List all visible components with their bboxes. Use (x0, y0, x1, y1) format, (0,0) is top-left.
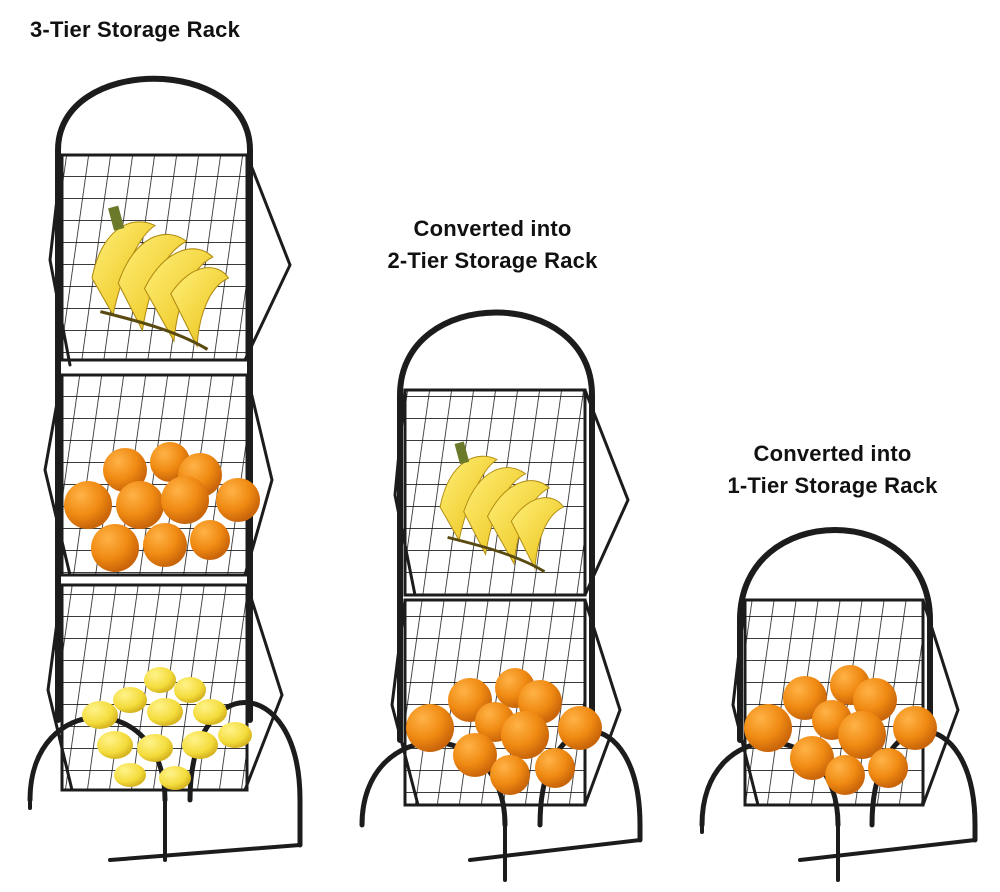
caption-3-tier: 3-Tier Storage Rack (30, 14, 240, 46)
caption-1-tier-line1: Converted into (753, 441, 912, 466)
oranges-rack-3 (64, 442, 260, 572)
caption-2-tier-line2: 2-Tier Storage Rack (387, 248, 598, 273)
lemons-rack-3 (82, 667, 252, 790)
caption-1-tier-line2: 1-Tier Storage Rack (727, 473, 938, 498)
oranges-rack-2 (406, 668, 602, 795)
caption-2-tier-line1: Converted into (413, 216, 572, 241)
caption-2-tier: Converted into 2-Tier Storage Rack (355, 213, 630, 277)
oranges-rack-1 (744, 665, 937, 795)
rack-2-tier (359, 309, 643, 882)
caption-1-tier: Converted into 1-Tier Storage Rack (705, 438, 960, 502)
caption-3-tier-text: 3-Tier Storage Rack (30, 17, 241, 42)
